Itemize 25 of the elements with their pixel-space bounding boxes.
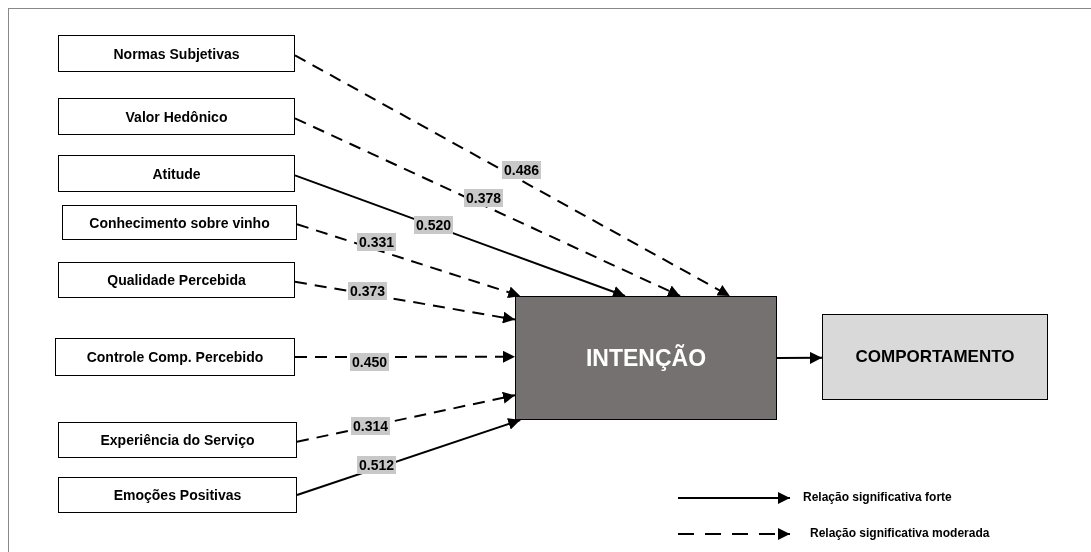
construct-box: Emoções Positivas (58, 477, 297, 513)
legend-label: Relação significativa moderada (810, 526, 990, 540)
edge-label: 0.512 (357, 456, 397, 474)
construct-box: Normas Subjetivas (58, 35, 295, 72)
arrow (294, 117, 682, 297)
construct-box: Atitude (58, 155, 295, 192)
edge-label: 0.373 (348, 282, 388, 300)
construct-box: Conhecimento sobre vinho (62, 205, 297, 240)
construct-box: Controle Comp. Percebido (55, 338, 295, 376)
construct-box: Qualidade Percebida (58, 262, 295, 298)
construct-box: COMPORTAMENTO (822, 314, 1048, 400)
construct-box: INTENÇÃO (515, 296, 777, 420)
edge-label: 0.450 (350, 353, 390, 371)
edge-label: 0.378 (464, 189, 504, 207)
arrow (294, 54, 731, 297)
construct-box: Experiência do Serviço (58, 422, 297, 458)
arrow (776, 351, 823, 364)
construct-box: Valor Hedônico (58, 98, 295, 135)
arrow (296, 223, 522, 299)
arrow (294, 174, 627, 298)
edge-label: 0.486 (502, 161, 542, 179)
legend-label: Relação significativa forte (803, 490, 952, 504)
edge-label: 0.331 (357, 233, 397, 251)
edge-label: 0.314 (351, 417, 391, 435)
edge-label: 0.520 (414, 216, 454, 234)
